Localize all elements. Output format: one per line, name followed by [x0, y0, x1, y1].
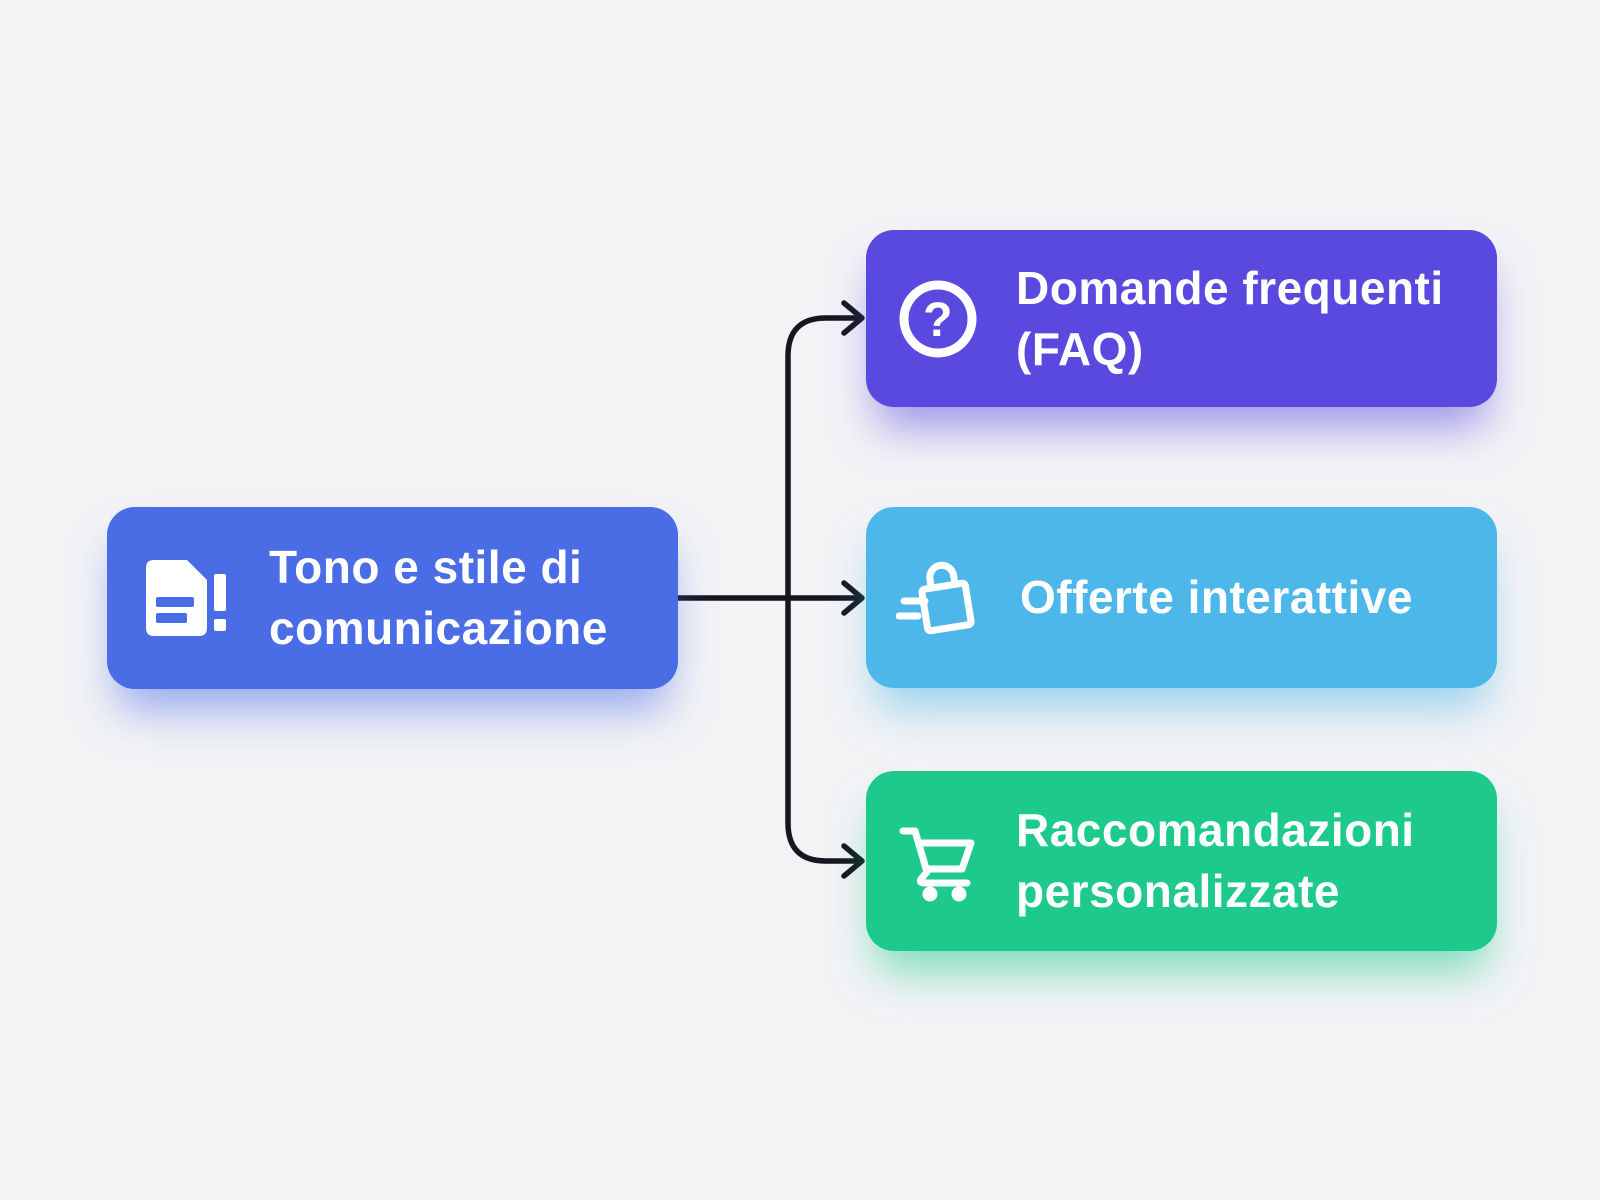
arrowhead-middle	[841, 580, 865, 616]
arrowhead-top	[841, 300, 865, 336]
node-raccomandazioni: Raccomandazioni personalizzate	[866, 771, 1497, 951]
node-offerte: Offerte interattive	[866, 507, 1497, 688]
node-offerte-label: Offerte interattive	[1020, 571, 1413, 624]
arrowhead-bottom	[841, 843, 865, 879]
node-root-label: Tono e stile di comunicazione	[269, 541, 608, 654]
node-faq-label: Domande frequenti (FAQ)	[1016, 261, 1444, 375]
shopping-bag-fast-icon	[896, 556, 984, 640]
node-raccomandazioni-label: Raccomandazioni personalizzate	[1016, 804, 1415, 917]
svg-text:?: ?	[923, 294, 953, 347]
node-faq: ? Domande frequenti (FAQ)	[866, 230, 1497, 407]
document-alert-icon	[143, 558, 229, 638]
shopping-cart-icon	[896, 819, 980, 903]
question-circle-icon: ?	[896, 277, 980, 361]
node-root: Tono e stile di comunicazione	[107, 507, 678, 689]
connector-branch-trunk	[785, 315, 859, 864]
